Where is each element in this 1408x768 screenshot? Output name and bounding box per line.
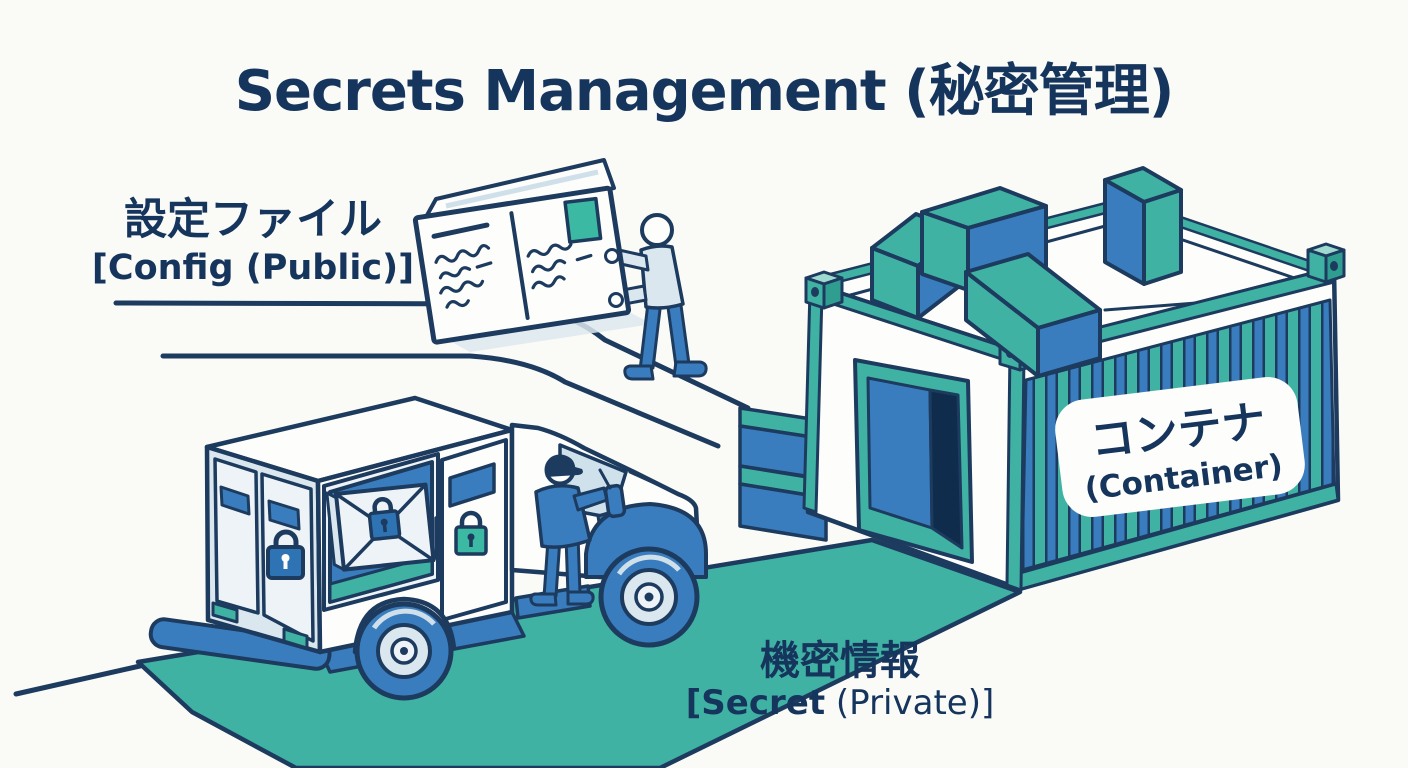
road (135, 537, 1023, 768)
corner-casting-icon (1306, 242, 1346, 284)
truck-wheel (598, 546, 700, 648)
guard-cap (545, 454, 583, 477)
cargo-opening (322, 452, 440, 612)
secret-label-en-rest: (Private)] (825, 683, 994, 723)
secret-label: 機密情報 [Secret (Private)] (686, 638, 994, 723)
person-foot (672, 360, 708, 378)
postcard-headline (431, 222, 490, 239)
person-head (640, 213, 674, 247)
stamp-icon (563, 196, 603, 244)
person-torso (639, 244, 685, 310)
container-badge: コンテナ (Container) (1055, 377, 1305, 517)
container-door (853, 358, 974, 564)
person-hand (604, 248, 620, 264)
armored-truck (148, 395, 708, 701)
secret-envelope-icon (325, 482, 436, 572)
config-label-jp: 設定ファイル (124, 195, 382, 245)
config-label-en: [Config (Public)] (92, 248, 414, 288)
guard-foot (529, 592, 558, 607)
side-door-window (448, 462, 496, 508)
guard-foot (566, 590, 595, 606)
container-building: コンテナ (Container) (802, 166, 1346, 593)
corner-casting-icon (804, 270, 844, 310)
rear-window (267, 499, 301, 531)
config-label: 設定ファイル [Config (Public)] (92, 195, 414, 288)
envelope-padlock-icon (367, 496, 402, 541)
postcard-icon (412, 158, 632, 345)
truck-rear-doors (204, 444, 323, 655)
secret-label-en-bold: [Secret (686, 683, 825, 723)
postcard-squiggles (434, 242, 593, 309)
cargo-box (1103, 166, 1183, 286)
truck-guard-figure (514, 454, 627, 620)
page-title: Secrets Management (秘密管理) (235, 59, 1174, 124)
secret-label-en: [Secret (Private)] (686, 683, 994, 723)
side-mirror-icon (603, 483, 627, 519)
roof-cargo-boxes (870, 166, 1183, 378)
rear-door-padlock-icon (266, 529, 305, 580)
person-foot (623, 364, 655, 381)
truck-side-door (434, 438, 508, 622)
ground-line (13, 663, 143, 697)
cargo-box (964, 252, 1102, 378)
side-door-padlock-icon (454, 510, 488, 556)
container-front-face (802, 282, 1026, 592)
secret-label-jp: 機密情報 (760, 638, 920, 684)
rear-window (219, 485, 251, 516)
truck-wheel (352, 596, 457, 701)
person-hand (608, 292, 624, 308)
